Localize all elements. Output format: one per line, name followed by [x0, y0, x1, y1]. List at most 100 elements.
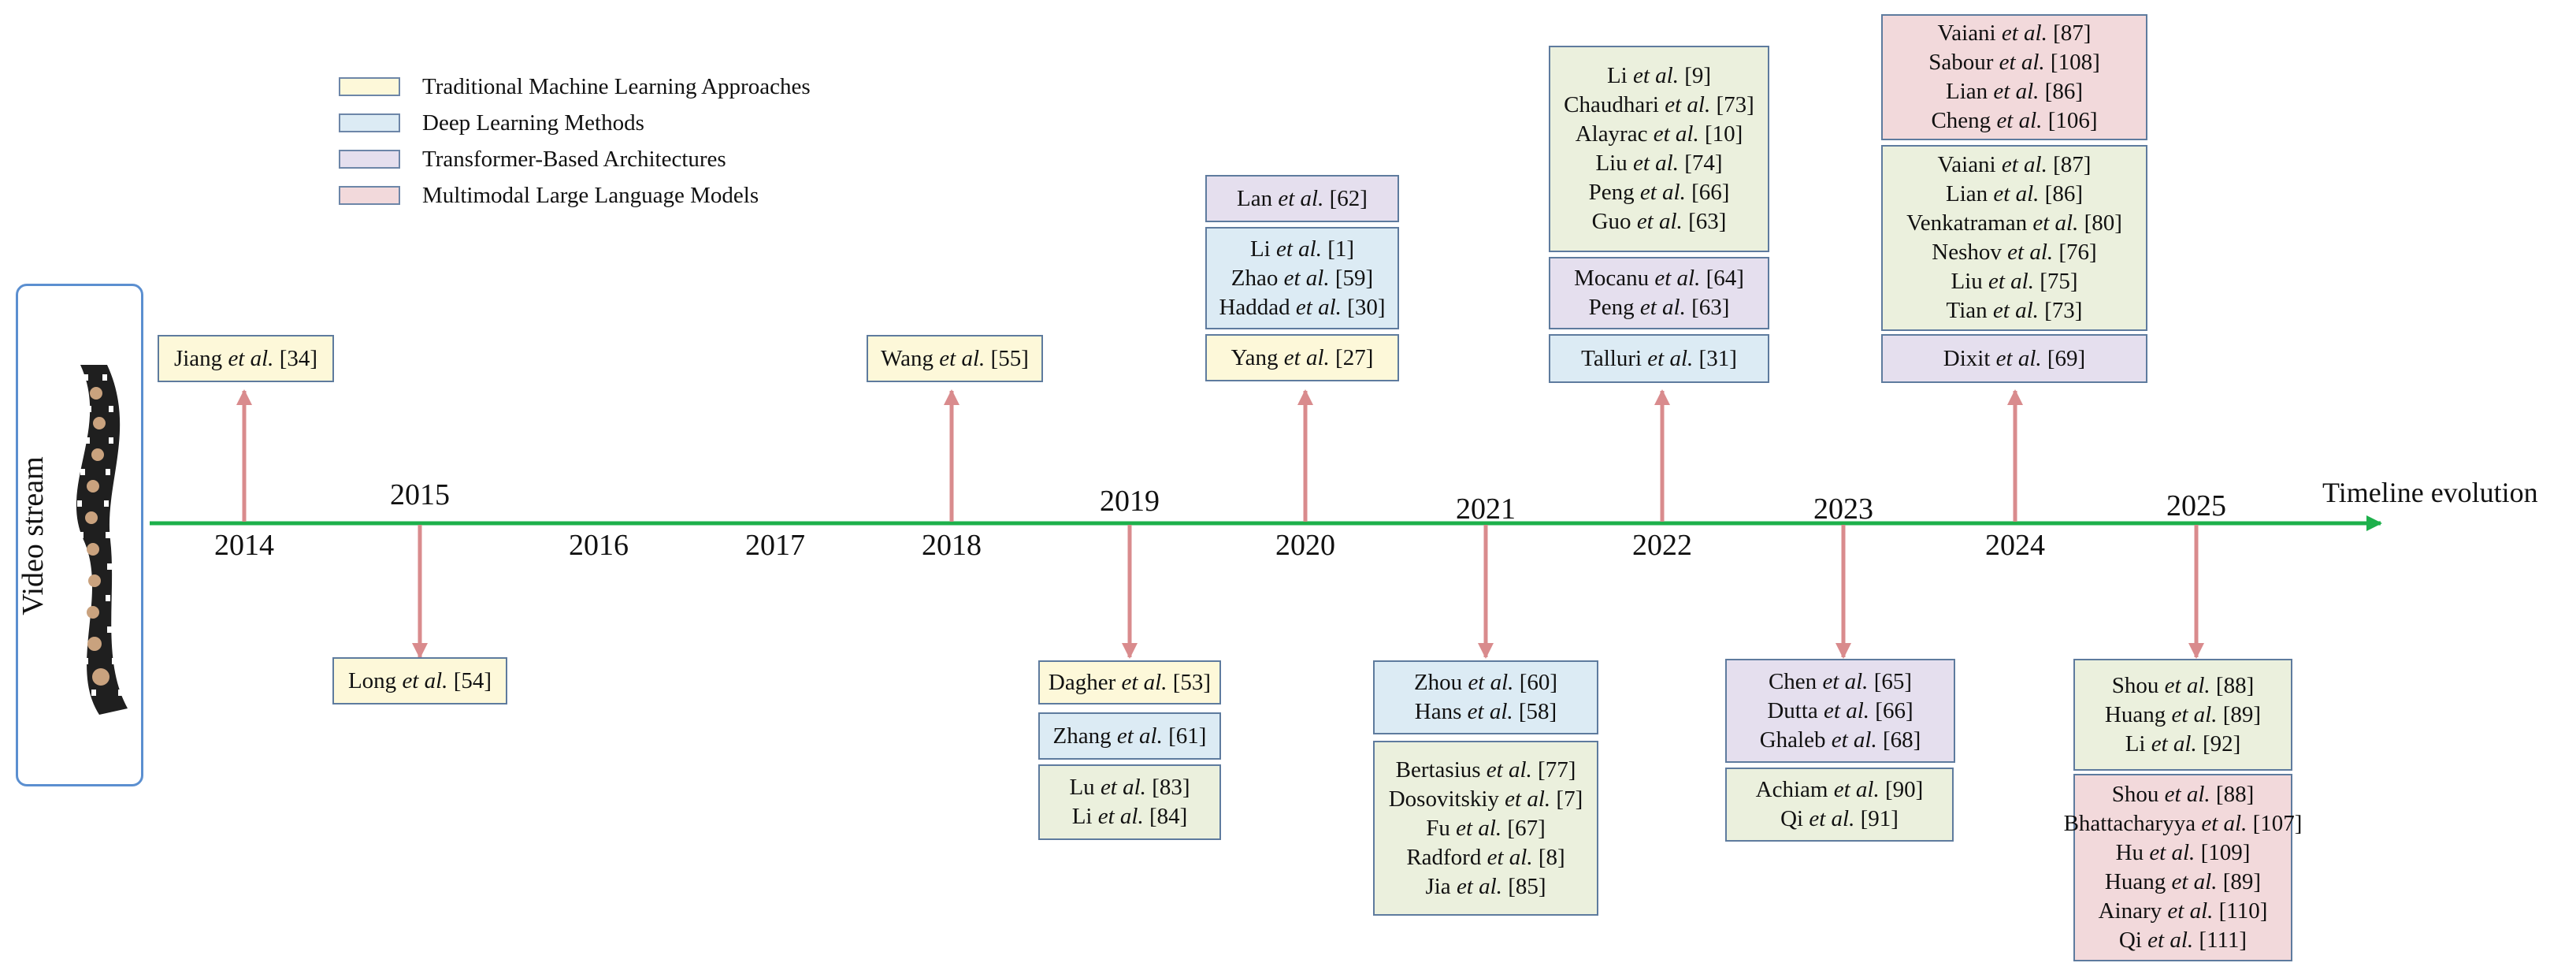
year-label-2015: 2015: [390, 478, 450, 511]
et-al-text: et al.: [402, 667, 448, 693]
author-name: Li: [2125, 730, 2151, 757]
author-name: Guo: [1591, 209, 1637, 234]
et-al-text: et al.: [1468, 670, 1514, 695]
citation-ref: [7]: [1550, 786, 1583, 812]
et-al-text: et al.: [1486, 757, 1532, 783]
et-al-text: et al.: [1100, 775, 1146, 800]
et-al-text: et al.: [2151, 730, 2197, 757]
reference-entry: Guo et al. [63]: [1592, 207, 1727, 236]
et-al-text: et al.: [2171, 869, 2218, 894]
citation-ref: [58]: [1513, 699, 1557, 724]
citation-ref: [107]: [2247, 811, 2303, 836]
author-name: Achiam: [1755, 777, 1834, 802]
et-al-text: et al.: [1809, 806, 1855, 831]
reference-entry: Vaiani et al. [87]: [1938, 151, 2092, 180]
et-al-text: et al.: [2149, 840, 2196, 865]
reference-entry: Lu et al. [83]: [1069, 773, 1190, 802]
et-al-text: et al.: [1824, 697, 1870, 723]
citation-ref: [55]: [985, 345, 1029, 371]
et-al-text: et al.: [1665, 92, 1711, 117]
et-al-text: et al.: [1993, 79, 2040, 104]
year-label-2019: 2019: [1100, 485, 1160, 518]
reference-entry: Zhao et al. [59]: [1231, 264, 1373, 293]
author-name: Dixit: [1943, 345, 1996, 371]
author-name: Liu: [1595, 151, 1633, 176]
reference-entry: Chen et al. [65]: [1769, 667, 1912, 697]
reference-entry: Qi et al. [91]: [1780, 805, 1899, 834]
et-al-text: et al.: [228, 345, 274, 371]
citation-ref: [69]: [2041, 345, 2086, 371]
reference-entry: Neshov et al. [76]: [1932, 238, 2096, 267]
et-al-text: et al.: [2167, 898, 2214, 924]
reference-entry: Dutta et al. [66]: [1767, 697, 1913, 726]
author-name: Radford: [1406, 844, 1487, 870]
author-name: Neshov: [1932, 240, 2008, 265]
reference-entry: Haddad et al. [30]: [1219, 293, 1385, 322]
reference-entry: Peng et al. [66]: [1589, 178, 1730, 207]
author-name: Qi: [1780, 806, 1810, 831]
et-al-text: et al.: [1283, 344, 1330, 370]
author-name: Haddad: [1219, 294, 1296, 320]
year-label-2025: 2025: [2166, 489, 2226, 522]
reference-entry: Talluri et al. [31]: [1581, 344, 1737, 374]
citation-ref: [86]: [2039, 181, 2083, 206]
citation-ref: [74]: [1678, 151, 1723, 176]
author-name: Zhao: [1230, 265, 1284, 291]
citation-ref: [64]: [1700, 266, 1744, 291]
author-name: Talluri: [1581, 345, 1648, 371]
citation-ref: [85]: [1501, 873, 1546, 899]
reference-box-2019-trad: Dagher et al. [53]: [1038, 660, 1221, 704]
author-name: Hans: [1414, 699, 1468, 724]
reference-entry: Liu et al. [75]: [1951, 267, 2077, 296]
citation-ref: [106]: [2042, 108, 2098, 133]
film-strip-icon: [76, 365, 128, 715]
citation-ref: [34]: [273, 345, 318, 371]
legend-item-mllm: Multimodal Large Language Models: [339, 180, 759, 211]
author-name: Chaudhari: [1564, 92, 1665, 117]
et-al-text: et al.: [1278, 185, 1324, 211]
citation-ref: [80]: [2078, 210, 2122, 236]
reference-box-2024-mllm: Vaiani et al. [87]Sabour et al. [108]Lia…: [1881, 14, 2147, 140]
citation-ref: [76]: [2053, 240, 2097, 265]
legend-item-traditional: Traditional Machine Learning Approaches: [339, 71, 811, 102]
reference-box-2020-trans: Lan et al. [62]: [1205, 175, 1399, 222]
et-al-text: et al.: [1097, 804, 1144, 829]
author-name: Mocanu: [1574, 266, 1655, 291]
author-name: Yang: [1230, 344, 1284, 370]
et-al-text: et al.: [2007, 240, 2054, 265]
et-al-text: et al.: [1121, 669, 1167, 695]
et-al-text: et al.: [1831, 727, 1877, 753]
reference-entry: Dosovitskiy et al. [7]: [1389, 785, 1583, 814]
year-label-2017: 2017: [745, 529, 805, 562]
reference-entry: Huang et al. [89]: [2105, 701, 2261, 730]
citation-ref: [65]: [1868, 668, 1913, 694]
citation-ref: [87]: [2047, 20, 2092, 46]
citation-ref: [59]: [1329, 265, 1374, 291]
et-al-text: et al.: [1822, 668, 1869, 694]
et-al-text: et al.: [1995, 345, 2042, 371]
author-name: Cheng: [1931, 108, 1997, 133]
author-name: Ghaleb: [1759, 727, 1832, 753]
author-name: Alayrac: [1575, 121, 1654, 147]
reference-box-2020-deep: Li et al. [1]Zhao et al. [59]Haddad et a…: [1205, 227, 1399, 329]
et-al-text: et al.: [1647, 345, 1694, 371]
et-al-text: et al.: [2201, 811, 2248, 836]
reference-entry: Vaiani et al. [87]: [1938, 19, 2092, 48]
et-al-text: et al.: [1505, 786, 1551, 812]
reference-entry: Shou et al. [88]: [2112, 780, 2254, 809]
et-al-text: et al.: [2001, 152, 2047, 177]
citation-ref: [1]: [1321, 236, 1355, 262]
reference-entry: Zhang et al. [61]: [1053, 722, 1207, 751]
author-name: Li: [1071, 804, 1098, 829]
et-al-text: et al.: [1992, 298, 2039, 323]
citation-ref: [89]: [2217, 869, 2262, 894]
et-al-text: et al.: [1639, 180, 1686, 205]
author-name: Zhou: [1413, 670, 1468, 695]
author-name: Long: [347, 667, 403, 693]
author-name: Ainary: [2098, 898, 2168, 924]
axis-title: Timeline evolution: [2322, 477, 2538, 508]
reference-box-2024-green: Vaiani et al. [87]Lian et al. [86]Venkat…: [1881, 145, 2147, 331]
author-name: Peng: [1588, 295, 1640, 320]
